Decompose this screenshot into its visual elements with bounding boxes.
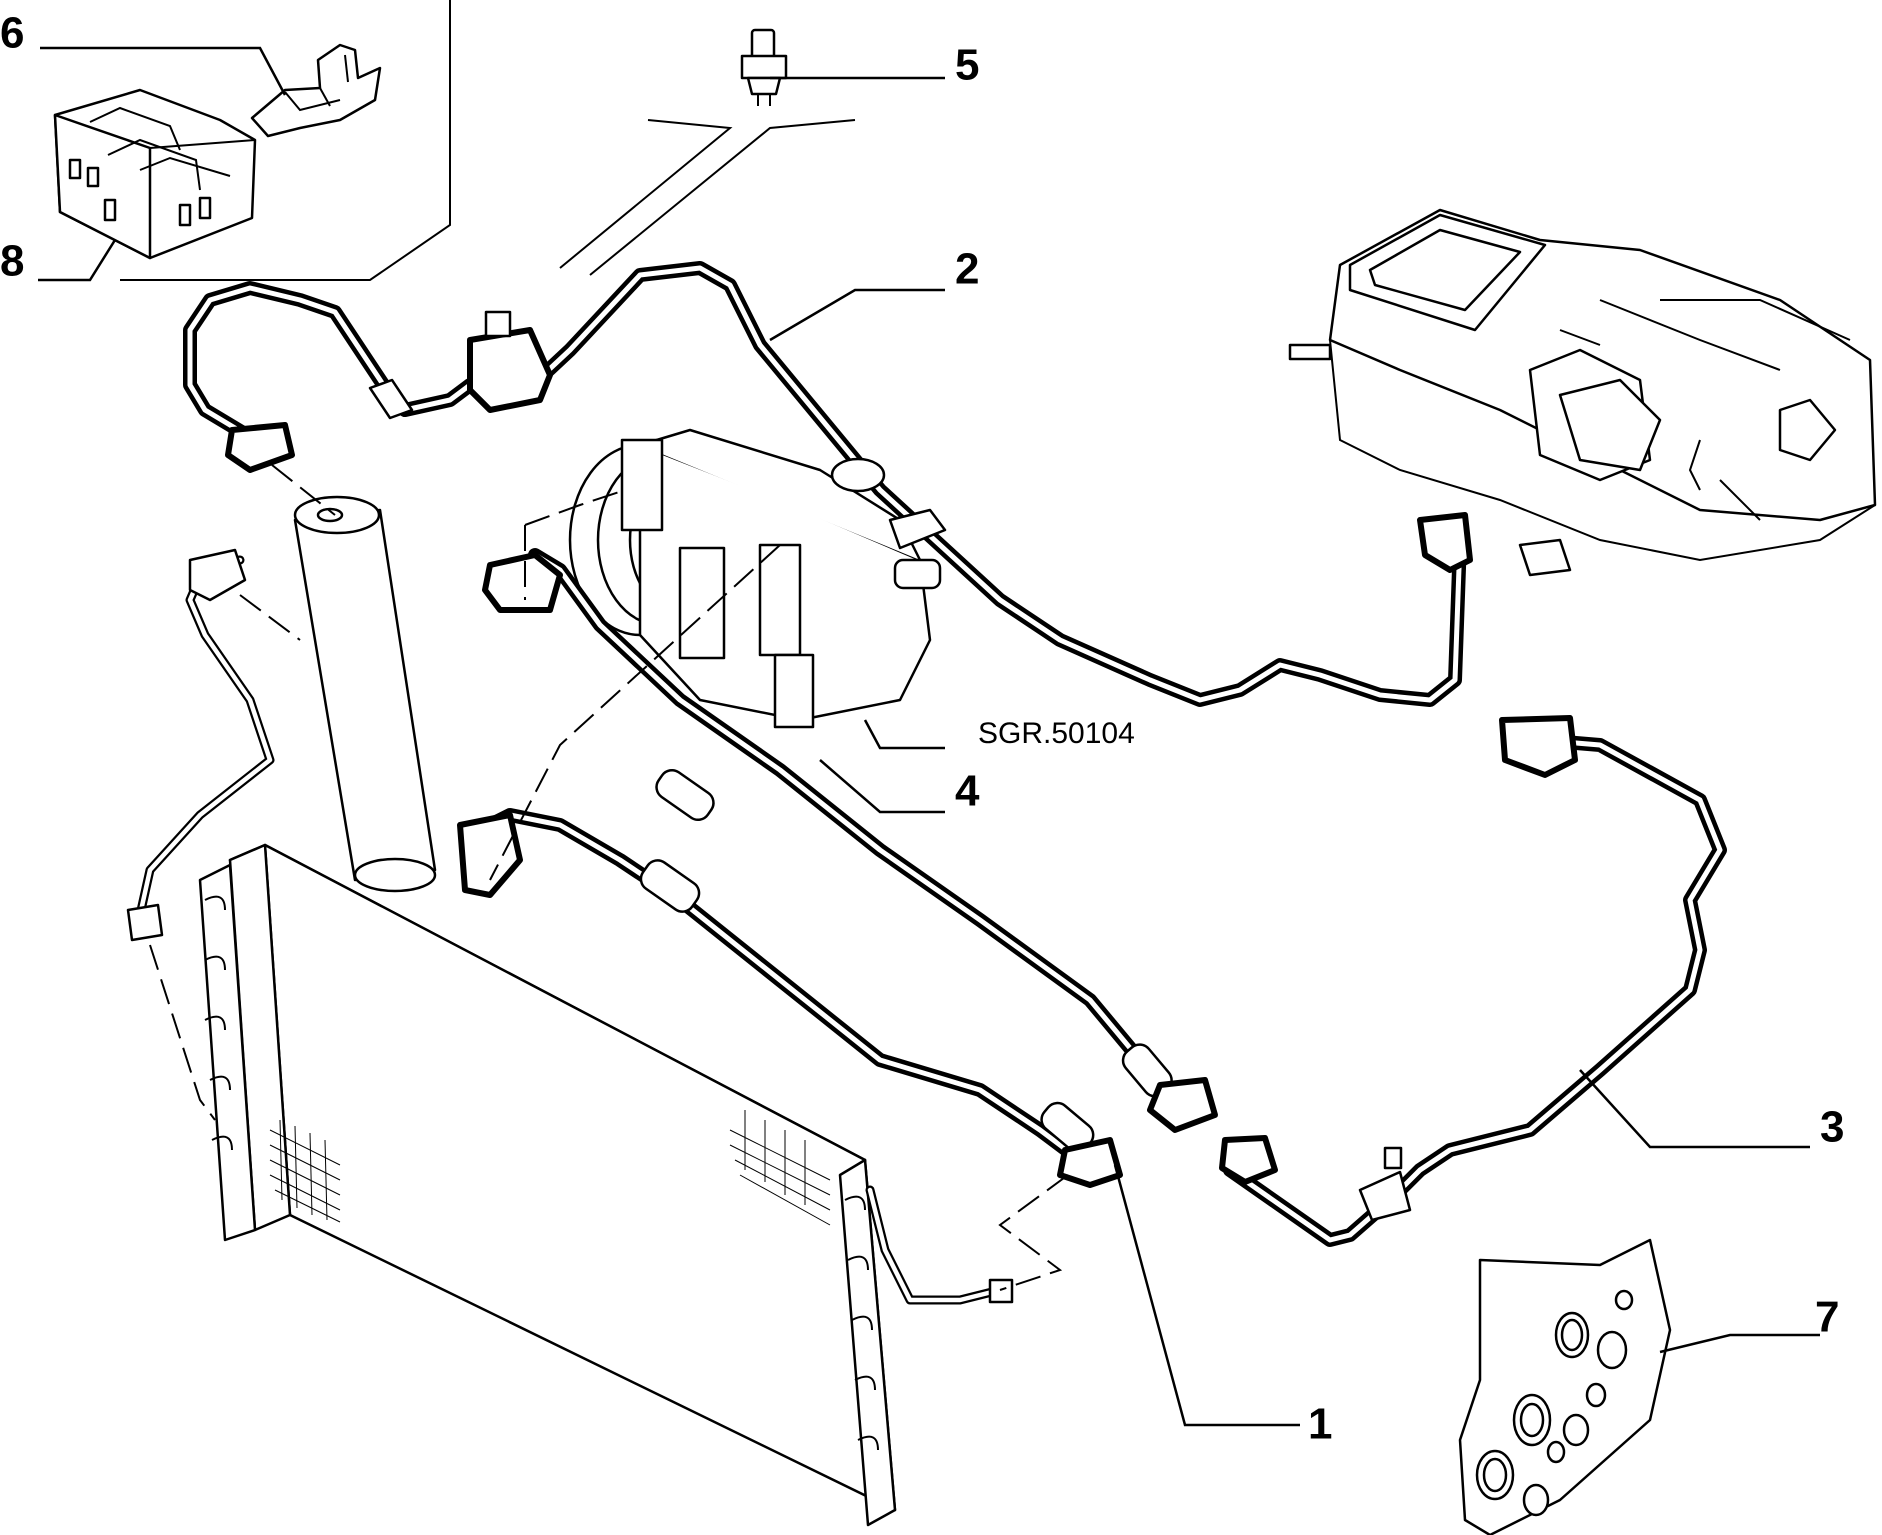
assembly-dash-lines	[149, 464, 1069, 1291]
pipe-part-1	[457, 808, 1123, 1188]
pipe-part-2	[183, 261, 1473, 707]
connector-housing-part-8	[53, 88, 257, 260]
callout-4: 4	[955, 767, 980, 816]
inset-frame	[120, 0, 451, 281]
o-ring-kit-part-7	[1458, 1238, 1672, 1535]
pipe-part-3	[1219, 715, 1727, 1247]
terminal-clip-part-6	[250, 43, 382, 138]
callout-5: 5	[955, 41, 979, 90]
evaporator-box	[1288, 208, 1877, 577]
callout-2: 2	[955, 245, 979, 294]
callout-6: 6	[0, 9, 24, 58]
receiver-drier	[293, 495, 437, 893]
callout-7: 7	[1815, 1293, 1839, 1342]
callout-1: 1	[1308, 1400, 1332, 1449]
callout-leaders	[38, 46, 1820, 1427]
bracket-pipe	[126, 548, 275, 942]
pressure-switch-part-5	[740, 28, 788, 106]
condenser-fins	[269, 1110, 831, 1226]
condenser	[198, 843, 1014, 1527]
compressor	[568, 428, 947, 729]
pipe-part-4	[482, 548, 1218, 1133]
callout-3: 3	[1820, 1103, 1844, 1152]
callout-8: 8	[0, 237, 24, 286]
drawing-reference: SGR.50104	[978, 717, 1135, 750]
part-5-bracket-lines	[559, 119, 856, 276]
